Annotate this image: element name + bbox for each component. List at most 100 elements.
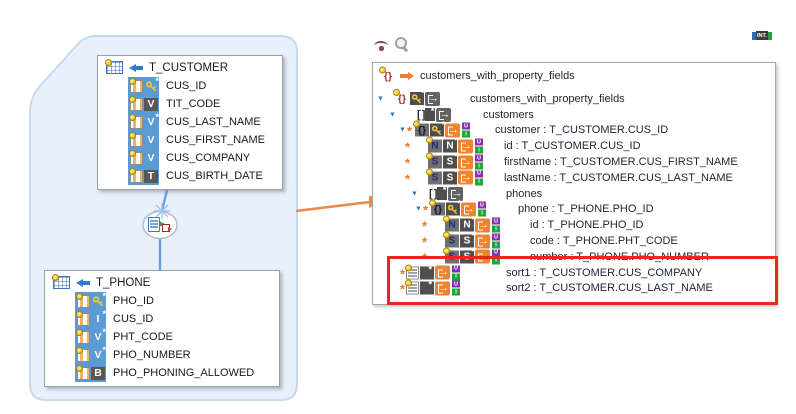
braces-lightbulb-icon: {} xyxy=(413,120,429,137)
lightbulb-table-icon xyxy=(129,95,143,111)
tree-node-label: sort2 : T_CUSTOMER.CUS_LAST_NAME xyxy=(506,282,713,295)
column-name: CUS_ID xyxy=(166,80,207,92)
export-arrow-icon xyxy=(458,170,473,185)
target-type-icon: S* xyxy=(443,152,458,169)
column-name: PHT_CODE xyxy=(113,331,173,343)
source-type-icon: S xyxy=(443,231,459,248)
tree-root-row[interactable]: {} customers_with_property_fields xyxy=(373,66,775,85)
tree-row[interactable]: ▼ {} * customers_with_property_fields xyxy=(373,88,775,107)
table-map-export-icon[interactable] xyxy=(147,217,173,234)
source-type-icon: N xyxy=(443,215,459,232)
collapse-triangle-icon[interactable]: ▼ xyxy=(377,95,384,103)
column-row[interactable]: V CUS_COMPANY xyxy=(128,149,282,167)
tree-row[interactable]: ▼ * {} * UI customer : T_CUSTOMER.CUS_ID xyxy=(373,120,775,139)
list-property-icon xyxy=(405,264,419,280)
export-arrow-icon xyxy=(458,155,473,170)
eye-preview-icon[interactable] xyxy=(374,41,390,53)
target-type-icon: N* xyxy=(443,136,458,153)
tree-node-label: customer : T_CUSTOMER.CUS_ID xyxy=(495,124,669,137)
collapse-triangle-icon[interactable]: ▼ xyxy=(399,126,406,134)
lightbulb-icon xyxy=(52,274,59,281)
export-arrow-icon xyxy=(458,139,473,154)
column-row[interactable]: V* PHO_NUMBER xyxy=(75,345,279,364)
tree-node-label: firstName : T_CUSTOMER.CUS_FIRST_NAME xyxy=(504,156,738,169)
table-header: T_CUSTOMER xyxy=(98,56,282,77)
document-map-icon xyxy=(148,217,160,232)
primary-key-icon: * xyxy=(410,88,425,106)
column-row[interactable]: V* CUS_LAST_NAME xyxy=(128,112,282,131)
tree-node-label: sort1 : T_CUSTOMER.CUS_COMPANY xyxy=(506,266,703,279)
lightbulb-table-icon xyxy=(129,113,143,129)
tree-node-label: phones xyxy=(506,187,543,200)
tree-row[interactable]: * S S* UI code : T_PHONE.PHT_CODE xyxy=(373,231,775,250)
lightbulb-table-icon xyxy=(76,364,90,380)
mandatory-asterisk-icon: * xyxy=(423,202,429,218)
tree-row[interactable]: * * UI sort2 : T_CUSTOMER.CUS_LAST_NAME xyxy=(373,279,775,297)
magnifier-icon[interactable] xyxy=(394,36,410,52)
tree-node-label: customers xyxy=(483,108,534,121)
column-row[interactable]: B PHO_PHONING_ALLOWED xyxy=(75,364,279,382)
source-type-icon: N xyxy=(426,136,442,153)
column-name: CUS_ID xyxy=(113,313,154,325)
export-arrow-icon xyxy=(425,91,440,106)
table-t-customer[interactable]: T_CUSTOMER * CUS_ID V TIT_CODE V* CUS_LA… xyxy=(97,55,283,190)
lightbulb-icon xyxy=(105,59,112,66)
tree-row[interactable]: ▼ [ ] * customers xyxy=(373,106,775,123)
mandatory-asterisk-icon: * xyxy=(422,234,428,250)
column-name: CUS_FIRST_NAME xyxy=(166,134,266,146)
column-row[interactable]: T CUS_BIRTH_DATE xyxy=(128,167,282,185)
mandatory-asterisk-icon: * xyxy=(425,106,436,122)
export-arrow-icon xyxy=(435,281,450,296)
collapse-triangle-icon[interactable]: ▼ xyxy=(415,205,422,213)
column-row[interactable]: V TIT_CODE xyxy=(128,95,282,113)
mandatory-asterisk-icon: * xyxy=(437,185,448,201)
tree-node-label: code : T_PHONE.PHT_CODE xyxy=(530,235,678,248)
column-name: PHO_NUMBER xyxy=(113,349,191,361)
target-type-icon: S* xyxy=(443,167,458,185)
column-name: CUS_COMPANY xyxy=(166,152,251,164)
tree-row[interactable]: * N N* UI id : T_PHONE.PHO_ID xyxy=(373,215,775,233)
column-name: TIT_CODE xyxy=(166,98,221,110)
tree-row[interactable]: * N N* UI id : T_CUSTOMER.CUS_ID xyxy=(373,136,775,154)
target-type-icon: S* xyxy=(460,231,475,248)
lightbulb-table-icon xyxy=(76,310,90,326)
tree-row[interactable]: ▼ [ ] * phones xyxy=(373,185,775,202)
primary-key-icon: * xyxy=(446,199,461,216)
tree-node-label: customers_with_property_fields xyxy=(470,92,625,105)
collapse-triangle-icon[interactable]: ▼ xyxy=(389,111,396,119)
lightbulb-table-icon xyxy=(76,328,90,344)
collapse-triangle-icon[interactable]: ▼ xyxy=(411,190,418,198)
tree-row[interactable]: * S S* UI lastName : T_CUSTOMER.CUS_LAST… xyxy=(373,167,775,186)
primary-key-icon: * xyxy=(430,120,445,137)
array-brackets-icon: [ ] xyxy=(429,187,437,200)
tree-row[interactable]: ▼ * {} * UI phone : T_PHONE.PHO_ID xyxy=(373,199,775,218)
tree-node-label: phone : T_PHONE.PHO_ID xyxy=(518,203,654,216)
int-type-icon[interactable]: INT. xyxy=(752,30,778,52)
int-type-label: INT. xyxy=(756,31,768,40)
type-icon: V xyxy=(147,152,155,164)
column-row[interactable]: * CUS_ID xyxy=(128,76,282,95)
target-type-icon: N* xyxy=(460,215,475,232)
type-icon: B xyxy=(91,366,105,380)
source-type-icon: S xyxy=(426,152,442,169)
column-row[interactable]: * PHO_ID xyxy=(75,291,279,310)
type-icon: I* xyxy=(96,308,106,326)
mandatory-asterisk-icon: * xyxy=(400,266,406,282)
tree-row[interactable]: * S S* UI firstName : T_CUSTOMER.CUS_FIR… xyxy=(373,152,775,170)
tree-row[interactable]: * * UI sort1 : T_CUSTOMER.CUS_COMPANY xyxy=(373,264,775,282)
table-header: T_PHONE xyxy=(45,271,279,292)
export-arrow-icon xyxy=(436,107,452,122)
left-arrow-icon xyxy=(129,63,143,72)
export-arrow-icon xyxy=(475,234,490,249)
export-arrow-icon xyxy=(435,265,450,280)
table-t-phone[interactable]: T_PHONE * PHO_ID I* CUS_ID V* PHT_CODE V… xyxy=(44,270,280,387)
column-row[interactable]: V CUS_FIRST_NAME xyxy=(128,131,282,149)
type-icon: V xyxy=(144,97,158,111)
column-row[interactable]: V* PHT_CODE xyxy=(75,327,279,346)
column-row[interactable]: I* CUS_ID xyxy=(75,308,279,328)
